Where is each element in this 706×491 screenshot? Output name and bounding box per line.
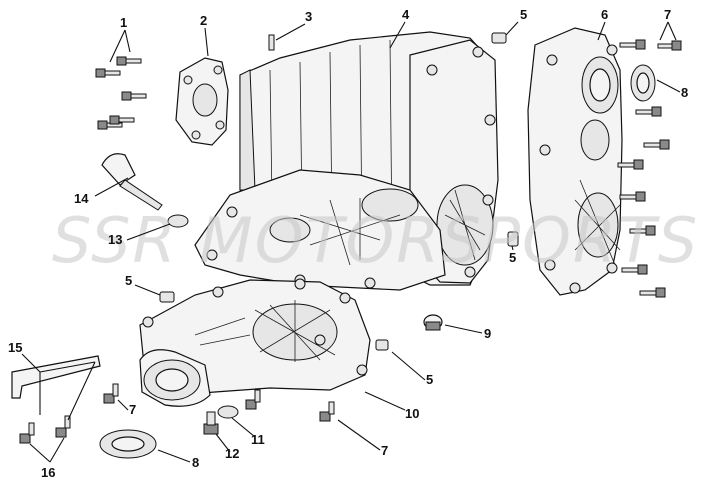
- callout-14: 14: [74, 191, 89, 206]
- callout-9: 9: [484, 326, 491, 341]
- dowel-part-5-right: [507, 231, 519, 247]
- bolts-part-7-right: [617, 39, 682, 298]
- callout-12: 12: [225, 446, 239, 461]
- housing-base-flange: [194, 169, 446, 291]
- callout-5-top: 5: [520, 7, 527, 22]
- washer-part-11: [217, 405, 239, 419]
- small-cover-part-2: [175, 57, 229, 146]
- bolts-part-7-lower: [103, 383, 335, 422]
- callout-7-bottom: 7: [381, 443, 388, 458]
- callout-5-lower: 5: [426, 372, 433, 387]
- pin-part-3: [268, 34, 275, 51]
- callout-1: 1: [120, 15, 127, 30]
- callout-10: 10: [405, 406, 419, 421]
- callout-labels: 1 2 3 4 5 6 7 8 14 13 5 5 9 15 5 7 10 11…: [8, 7, 688, 480]
- bolts-part-1: [95, 56, 147, 130]
- dowel-part-5-lower: [375, 339, 389, 351]
- callout-5-right: 5: [509, 250, 516, 265]
- callout-7-top: 7: [664, 7, 671, 22]
- callout-13: 13: [108, 232, 122, 247]
- callout-3: 3: [305, 9, 312, 24]
- callout-2: 2: [200, 13, 207, 28]
- dowel-part-5-left: [159, 291, 175, 303]
- breather-part-14: [101, 153, 163, 211]
- bolt-part-12: [203, 411, 219, 435]
- callout-16: 16: [41, 465, 55, 480]
- rear-cover-part-6: [527, 27, 623, 296]
- plug-part-9: [423, 314, 443, 331]
- front-cover-part-10: [139, 278, 371, 407]
- bolts-part-16: [19, 415, 71, 444]
- watermark-text: SSR MOTORSPORTS: [52, 204, 699, 277]
- callout-4: 4: [402, 7, 410, 22]
- callout-11: 11: [251, 432, 265, 447]
- callout-8-lower: 8: [192, 455, 199, 470]
- seal-part-8-right: [630, 64, 656, 102]
- callout-6: 6: [601, 7, 608, 22]
- seal-part-8-lower: [99, 429, 157, 459]
- callout-15: 15: [8, 340, 22, 355]
- bracket-part-15: [11, 355, 101, 399]
- dowel-part-5-top: [491, 32, 507, 44]
- callout-8-right: 8: [681, 85, 688, 100]
- callout-5-left: 5: [125, 273, 132, 288]
- leader-lines: [21, 21, 681, 463]
- washer-part-13: [167, 214, 189, 228]
- callout-7-left: 7: [129, 402, 136, 417]
